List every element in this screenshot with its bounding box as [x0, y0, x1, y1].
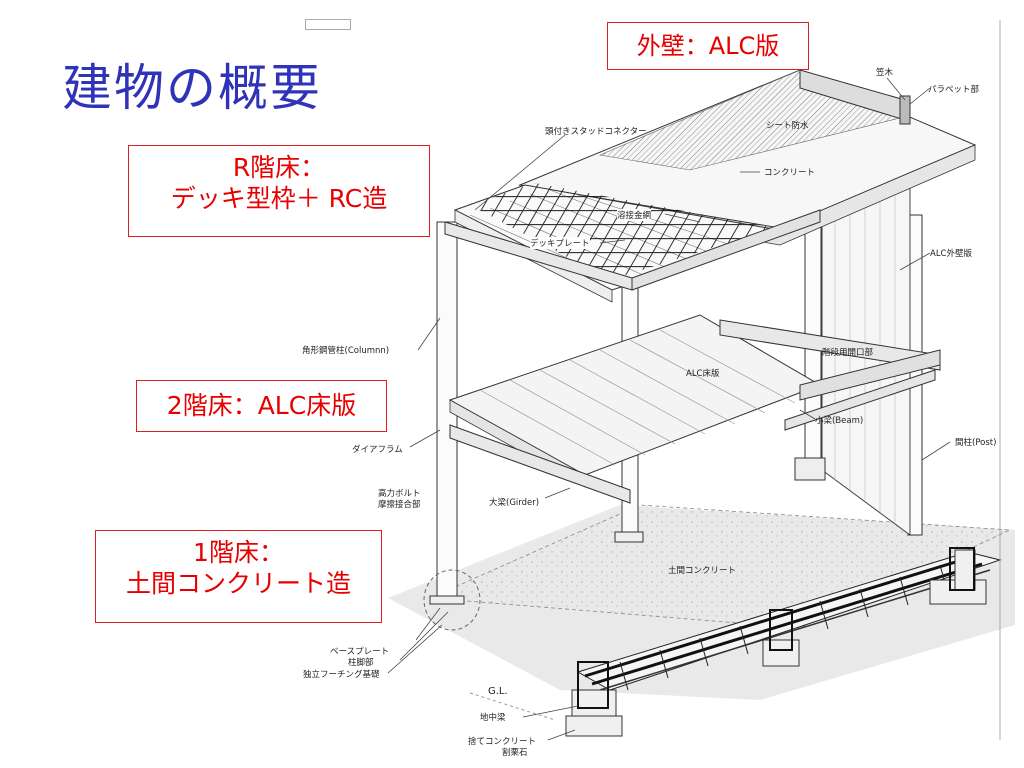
second-floor-callout: 2階床：ALC床版 [136, 380, 387, 432]
label-gravel: 割栗石 [502, 748, 528, 758]
label-stair-opening: 階段用開口部 [822, 348, 874, 358]
label-footing: 独立フーチング基礎 [303, 670, 380, 680]
label-hi-bolt-1: 高力ボルト [378, 489, 421, 499]
rear-column-pedestal [794, 457, 826, 481]
label-parapet: パラペット部 [928, 85, 980, 95]
label-kasagi: 笠木 [876, 68, 894, 78]
label-hi-bolt-2: 摩擦接合部 [378, 500, 421, 510]
label-beam: 小梁(Beam) [815, 416, 864, 426]
second-beam [784, 369, 936, 431]
footing-cages [577, 547, 975, 709]
label-slab-concrete: 土間コンクリート [668, 566, 737, 576]
column-base-marker [423, 569, 481, 631]
label-deck-plate: デッキプレート [530, 237, 590, 249]
exterior-wall-callout: 外壁：ALC版 [607, 22, 809, 70]
roof-floor-text-line2: デッキ型枠＋ RC造 [170, 184, 388, 214]
stair-opening-beam [799, 349, 941, 401]
label-gl: G.L. [488, 686, 508, 697]
roof-girder-right [631, 209, 821, 291]
label-post: 間柱(Post) [955, 438, 997, 448]
roof-floor-text-line1: R階床： [232, 153, 326, 182]
label-alc-wall-panel: ALC外壁版 [930, 249, 972, 259]
gl-line [469, 692, 556, 721]
leader-lines [387, 77, 951, 741]
label-welded-mesh: 溶接金網 [617, 209, 652, 221]
slide-title: 建物の概要 [62, 59, 322, 117]
first-floor-text-line1: 1階床： [193, 538, 284, 567]
label-base-plate: ベースプレート [330, 647, 390, 657]
label-girder: 大梁(Girder) [489, 498, 540, 508]
second-girder-front [449, 424, 631, 504]
roof-floor-callout: R階床： デッキ型枠＋ RC造 [128, 145, 430, 237]
first-floor-text-line2: 土間コンクリート造 [125, 569, 351, 599]
column-base-plate [429, 595, 465, 605]
label-stud-connector: 頭付きスタッドコネクター [545, 127, 647, 137]
kasagi-cap [899, 95, 911, 125]
label-diaphragm: ダイアフラム [352, 445, 403, 455]
label-leveling-concrete: 捨てコンクリート [468, 737, 537, 747]
label-column: 角形鋼管柱(Columnn) [302, 346, 390, 356]
label-alc-floor-panel: ALC床版 [686, 369, 720, 379]
first-floor-callout: 1階床： 土間コンクリート造 [95, 530, 382, 623]
label-concrete: コンクリート [764, 168, 816, 178]
mid-column-pedestal [614, 531, 644, 543]
scan-mark [305, 19, 351, 30]
second-floor-text: 2階床：ALC床版 [166, 391, 357, 420]
label-column-base: 柱脚部 [348, 658, 374, 668]
label-foundation-beam: 地中梁 [480, 713, 506, 723]
second-girder-rear [719, 319, 941, 371]
label-sheet-waterproof: シート防水 [766, 121, 809, 131]
exterior-wall-text: 外壁：ALC版 [636, 32, 780, 60]
welded-wire-mesh [470, 183, 775, 280]
